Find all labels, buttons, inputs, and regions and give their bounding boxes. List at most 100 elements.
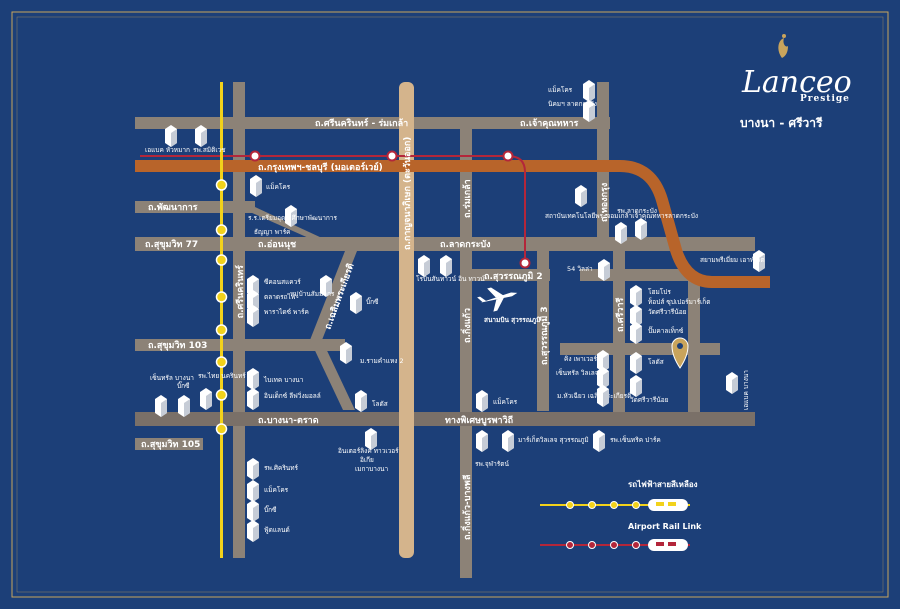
road-kanchanaphisek bbox=[399, 82, 414, 558]
building-icon bbox=[178, 395, 190, 417]
place-central-bangna: เซ็นทรัล บางนา bbox=[150, 373, 194, 382]
place-lotus-bangna: โลตัส bbox=[372, 400, 388, 408]
place-seacon: ซีคอนสแควร์ bbox=[264, 278, 301, 286]
legend-airport-link-label: Airport Rail Link bbox=[628, 522, 702, 531]
legend-yellow-station bbox=[566, 501, 574, 509]
place-market-village: มาร์เก็ตวิลเลจ สุวรรณภูมิ bbox=[518, 435, 589, 444]
place-makro-srinakarin: แม็คโคร bbox=[266, 182, 291, 191]
legend-airport-station bbox=[566, 541, 574, 549]
building-icon bbox=[615, 222, 627, 244]
place-centric-park: รพ.เซ็นทริค ปาร์ค bbox=[610, 435, 661, 444]
road-sriwari bbox=[613, 251, 625, 416]
label-sriwari: ถ.ศรีวารี bbox=[615, 297, 626, 332]
label-sukhumvit77: ถ.สุขุมวิท 77 bbox=[145, 239, 198, 250]
legend-yellow-line-label: รถไฟฟ้าสายสีเหลือง bbox=[628, 479, 698, 489]
landmarks: แม็คโคร นิคมฯ ลาดกระบัง เอแบค หัวหมาก รพ… bbox=[145, 80, 765, 542]
airport-link-station bbox=[519, 257, 531, 269]
place-suvarnabhumi-airport: สนามบิน สุวรรณภูมิ bbox=[484, 316, 540, 325]
legend-yellow-station bbox=[610, 501, 618, 509]
place-latkrabang-hosp: รพ.ลาดกระบัง bbox=[617, 207, 657, 215]
place-ekamai-huamak: เอแบค หัวหมาก bbox=[145, 146, 190, 154]
place-ramkhamhaeng2: ม.รามคำแหง 2 bbox=[360, 357, 404, 365]
building-icon bbox=[440, 255, 452, 277]
building-icon bbox=[247, 388, 259, 410]
place-siam-premium: สยามพรีเมี่ยม เอาท์เล็ต bbox=[700, 255, 765, 264]
place-bitec: ไบเทค บางนา bbox=[263, 376, 304, 384]
yellow-line-rail bbox=[220, 82, 223, 558]
building-icon bbox=[598, 259, 610, 281]
place-central-village: เซ็นทรัล วิลเลจ bbox=[556, 368, 599, 377]
place-54-villa: 54 วิลล่า bbox=[567, 265, 593, 273]
peacock-crest-icon bbox=[778, 34, 788, 58]
place-bigc-2: บิ๊กซี bbox=[264, 505, 277, 514]
legend-airport-station bbox=[632, 541, 640, 549]
road-srinagarindra bbox=[233, 82, 245, 558]
brand-location: บางนา - ศรีวารี bbox=[740, 116, 823, 130]
place-bigc-srinakarin: บิ๊กซี bbox=[366, 297, 379, 306]
place-triam-udom: ร.ร.เตรียมอุดม ศึกษาพัฒนาการ bbox=[248, 214, 337, 222]
place-town-in-town: ทาวน์ อิน ทาวน์ bbox=[440, 275, 485, 283]
building-icon bbox=[630, 285, 642, 307]
road-onnut-diag bbox=[250, 207, 350, 251]
building-icon bbox=[630, 375, 642, 397]
place-wat-sriwari: วัดศรีวารีน้อย bbox=[648, 308, 687, 316]
building-icon bbox=[340, 342, 352, 364]
label-phatthanakan: ถ.พัฒนาการ bbox=[148, 202, 198, 213]
place-robinson: โรบินสัน bbox=[416, 275, 441, 283]
place-lotus-sriwari: โลตัส bbox=[648, 358, 664, 366]
place-kmitl: สถาบันเทคโนโลยีพระจอมเกล้าเจ้าคุณทหารลาด… bbox=[545, 212, 698, 220]
yellow-line-station bbox=[215, 254, 228, 266]
place-interlink: อินเตอร์ลิงค์ ทาวเวอร์ bbox=[338, 447, 399, 455]
building-icon bbox=[247, 500, 259, 522]
place-makro-latkrabang: แม็คโคร bbox=[548, 85, 573, 94]
building-icon bbox=[200, 388, 212, 410]
road-srinagarindra-romklao bbox=[135, 117, 610, 129]
place-king-power: คิง เพาเวอร์ bbox=[564, 355, 598, 363]
building-icon bbox=[355, 390, 367, 412]
label-kanchanaphisek: ถ.กาญจนาภิเษก (ตะวันออก) bbox=[402, 137, 413, 250]
map-legend: รถไฟฟ้าสายสีเหลือง Airport Rail Link bbox=[540, 479, 702, 551]
place-foodland: ฟู้ดแลนด์ bbox=[264, 526, 290, 534]
road-phatthanakan bbox=[135, 201, 255, 213]
gold-frame-inner bbox=[16, 16, 884, 593]
road-h-villa bbox=[580, 269, 690, 281]
building-icon bbox=[155, 395, 167, 417]
label-bangna-trat: ถ.บางนา-ตราด bbox=[258, 416, 319, 426]
label-sukhumvit105: ถ.สุขุมวิท 105 bbox=[141, 439, 200, 450]
place-tops: ท็อปส์ ซุปเปอร์มาร์เก็ต bbox=[648, 297, 710, 306]
road-chaloem-phrakiat bbox=[310, 251, 357, 340]
legend-yellow-station bbox=[632, 501, 640, 509]
building-icon bbox=[593, 430, 605, 452]
place-ikea: อิเกีย bbox=[360, 456, 374, 464]
building-icon bbox=[583, 80, 595, 102]
brand-name: Lanceo bbox=[741, 65, 852, 100]
building-icon bbox=[726, 372, 738, 394]
place-home-pro: โฮมโปร bbox=[648, 288, 671, 296]
train-icon bbox=[648, 499, 688, 511]
building-icon bbox=[630, 352, 642, 374]
brand-logo: Lanceo Prestige บางนา - ศรีวารี bbox=[740, 34, 852, 130]
label-on-nut: ถ.อ่อนนุช bbox=[258, 239, 296, 250]
label-chaokhun-thahan: ถ.เจ้าคุณทหาร bbox=[520, 118, 579, 129]
yellow-line-station bbox=[215, 389, 228, 401]
label-srinagarindra: ถ.ศรีนครินทร์ bbox=[234, 265, 246, 319]
yellow-line-station bbox=[215, 291, 228, 303]
place-sammakorn: หมู่บ้านสัมมากร bbox=[290, 290, 335, 298]
building-icon bbox=[597, 385, 609, 407]
place-nikom: นิคมฯ ลาดกระบัง bbox=[548, 100, 597, 108]
building-icon bbox=[350, 292, 362, 314]
yellow-line-station bbox=[215, 179, 228, 191]
yellow-line-station bbox=[215, 324, 228, 336]
road-suvarnabhumi2-h bbox=[470, 269, 550, 281]
label-romklao: ถ.ร่มเกล้า bbox=[462, 179, 473, 218]
building-icon bbox=[247, 368, 259, 390]
yellow-line-station bbox=[215, 423, 228, 435]
place-hua-chiew: ม.หัวเฉียว เฉลิมพระเกียรติ bbox=[557, 392, 631, 400]
building-icon bbox=[476, 390, 488, 412]
train-icon bbox=[648, 539, 688, 551]
label-kingkaeo-bangphli: ถ.กิ่งแก้ว-บางพลี bbox=[460, 475, 473, 540]
airplane-icon bbox=[477, 287, 518, 312]
place-paradise: พาราไดซ์ พาร์ค bbox=[264, 308, 309, 316]
